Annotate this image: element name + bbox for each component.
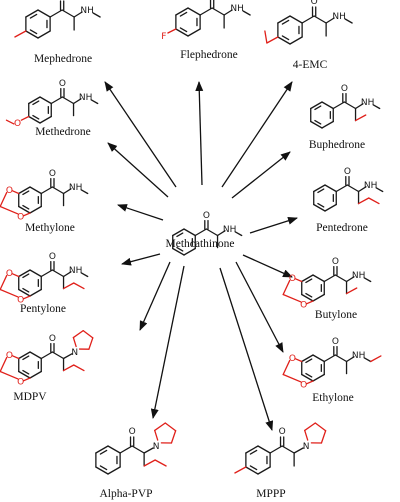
molecule-4-emc: O NH — [264, 0, 353, 45]
dioxole-oxygen: O — [17, 213, 24, 223]
dioxole-oxygen: O — [6, 186, 13, 196]
molecule-pentylone: O NH O O — [0, 252, 89, 306]
oxygen-atom: O — [344, 167, 351, 177]
label-methcathinone: Methcathinone — [166, 238, 235, 250]
label-mephedrone: Mephedrone — [34, 53, 92, 65]
dioxole-oxygen: O — [289, 274, 296, 284]
label-pentedrone: Pentedrone — [316, 222, 368, 234]
arrow-to-methylone — [117, 204, 164, 221]
label-mppp: MPPP — [256, 488, 285, 500]
dioxole-oxygen: O — [17, 378, 24, 388]
nh-atom: NH — [79, 93, 93, 103]
oxygen-atom: O — [59, 79, 66, 89]
molecule-mephedrone: O NH — [14, 0, 101, 39]
oxygen-atom: O — [332, 337, 339, 347]
label-alpha-pvp: Alpha-PVP — [99, 488, 152, 500]
arrows — [104, 81, 298, 431]
molecule-methcathinone: O NH — [172, 211, 243, 256]
oxygen-atom: O — [59, 0, 66, 1]
label-methedrone: Methedrone — [35, 126, 91, 138]
nitrogen-atom: N — [153, 442, 160, 452]
dioxole-oxygen: O — [300, 301, 307, 311]
molecule-flephedrone: ONHF — [161, 0, 251, 42]
nitrogen-atom: N — [71, 348, 78, 358]
molecule-methylone: O NH O O — [0, 169, 89, 223]
arrow-to-methedrone — [107, 142, 169, 198]
nh-atom: NH — [332, 12, 346, 22]
arrow-to-alpha-pvp — [150, 265, 185, 419]
dioxole-oxygen: O — [6, 351, 13, 361]
arrow-to-pentylone — [121, 253, 161, 266]
nh-atom: NH — [230, 4, 244, 14]
arrow-to-flephedrone — [195, 81, 204, 186]
molecule-alpha-pvp: ON — [95, 422, 177, 475]
oxygen-atom: O — [49, 334, 56, 344]
molecule-mppp: ON — [234, 422, 327, 475]
nitrogen-atom: N — [303, 442, 310, 452]
molecule-butylone: O NH O O — [282, 257, 372, 311]
nh-atom: NH — [364, 181, 378, 191]
label-4-emc: 4-EMC — [293, 59, 328, 71]
arrow-to-ethylone — [235, 261, 284, 353]
arrow-to-pentedrone — [249, 216, 298, 234]
labels: Methcathinone Mephedrone Flephedrone 4-E… — [13, 49, 367, 500]
arrow-to-butylone — [242, 254, 293, 278]
arrow-to-buphedrone — [231, 151, 291, 199]
nh-atom: NH — [223, 225, 237, 235]
oxygen-atom: O — [332, 257, 339, 267]
dioxole-oxygen: O — [17, 296, 24, 306]
nh-atom: NH — [361, 98, 375, 108]
label-butylone: Butylone — [315, 309, 357, 321]
oxygen-atom: O — [341, 84, 348, 94]
arrow-to-4-emc — [221, 81, 293, 188]
oxygen-atom: O — [49, 169, 56, 179]
oxygen-atom: O — [203, 211, 210, 221]
nh-atom: NH — [352, 351, 366, 361]
molecules: ONHONHONHFONHONHOONHONHOOONHONHOOONHOOON… — [0, 0, 384, 475]
label-mdpv: MDPV — [13, 391, 47, 403]
arrow-to-mephedrone — [104, 81, 177, 188]
nh-atom: NH — [69, 183, 83, 193]
molecule-buphedrone: O NH — [310, 84, 381, 129]
nh-atom: NH — [80, 6, 94, 16]
nh-atom: NH — [69, 266, 83, 276]
arrow-to-mdpv — [139, 261, 171, 331]
label-pentylone: Pentylone — [20, 303, 66, 315]
fluorine-atom: F — [161, 32, 166, 42]
molecule-pentedrone: O NH — [313, 167, 384, 212]
dioxole-oxygen: O — [300, 381, 307, 391]
dioxole-oxygen: O — [6, 269, 13, 279]
label-flephedrone: Flephedrone — [180, 49, 237, 61]
label-buphedrone: Buphedrone — [309, 139, 365, 151]
label-ethylone: Ethylone — [312, 392, 354, 404]
dioxole-oxygen: O — [289, 354, 296, 364]
nh-atom: NH — [352, 271, 366, 281]
molecule-methedrone: O NH O — [5, 79, 99, 129]
molecule-ethylone: O NH O O — [282, 337, 382, 391]
oxygen-atom: O — [129, 427, 136, 437]
oxygen-atom: O — [279, 427, 286, 437]
arrow-to-mppp — [219, 267, 274, 431]
label-methylone: Methylone — [25, 222, 75, 234]
oxygen-atom: O — [311, 0, 318, 7]
molecule-mdpv: O N O O — [0, 329, 94, 388]
methoxy-oxygen: O — [14, 119, 21, 129]
oxygen-atom: O — [49, 252, 56, 262]
